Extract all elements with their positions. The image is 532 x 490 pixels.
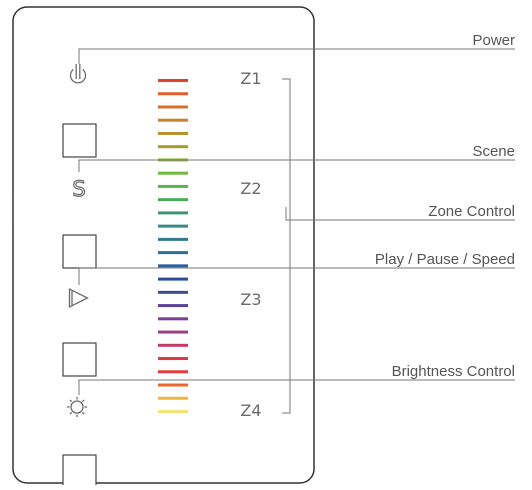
slider-segment[interactable] — [158, 105, 188, 109]
play-button[interactable] — [62, 234, 97, 269]
slider-segment[interactable] — [158, 92, 188, 96]
slider-segment[interactable] — [158, 79, 188, 82]
slider-segment[interactable] — [158, 198, 188, 202]
slider-segment[interactable] — [158, 357, 188, 361]
slider-segment[interactable] — [158, 330, 188, 334]
slider-segment[interactable] — [158, 211, 188, 215]
scene-callout-line — [78, 159, 515, 172]
power-callout-line — [78, 48, 515, 64]
slider-segment[interactable] — [158, 131, 188, 135]
slider-segment[interactable] — [158, 264, 188, 268]
slider-segment[interactable] — [158, 343, 188, 347]
zone-label-z3[interactable]: Z3 — [240, 290, 261, 309]
slider-segment[interactable] — [158, 304, 188, 308]
brightness-callout-line — [78, 379, 515, 395]
zone-control-callout-line — [285, 207, 515, 221]
slider-segment[interactable] — [158, 251, 188, 255]
zone-control-label: Zone Control — [428, 203, 515, 220]
slider-segment[interactable] — [158, 237, 188, 241]
slider-segment[interactable] — [158, 383, 188, 387]
scene-button[interactable] — [62, 123, 97, 158]
power-label: Power — [472, 32, 515, 49]
brightness-icon[interactable] — [67, 397, 87, 417]
play-callout-line — [78, 267, 515, 285]
slider-segment[interactable] — [158, 118, 188, 122]
slider-segment[interactable] — [158, 410, 188, 413]
zone-label-z4[interactable]: Z4 — [240, 401, 261, 420]
bottom-button[interactable] — [62, 454, 97, 489]
play-pause-speed-label: Play / Pause / Speed — [374, 251, 515, 268]
slider-segment[interactable] — [158, 171, 188, 175]
zone-bracket — [282, 78, 291, 414]
slider-segment[interactable] — [158, 370, 188, 374]
slider-segment[interactable] — [158, 396, 188, 400]
play-icon[interactable] — [68, 287, 89, 309]
slider-segment[interactable] — [158, 290, 188, 294]
slider-segment[interactable] — [158, 184, 188, 188]
slider-segment[interactable] — [158, 145, 188, 149]
scene-icon[interactable]: S — [72, 176, 87, 201]
power-icon[interactable] — [69, 64, 87, 84]
brightness-control-label: Brightness Control — [391, 363, 515, 380]
slider-segment[interactable] — [158, 224, 188, 228]
scene-label: Scene — [472, 143, 515, 160]
zone-label-z2[interactable]: Z2 — [240, 179, 261, 198]
slider-segment[interactable] — [158, 317, 188, 321]
slider-segment[interactable] — [158, 277, 188, 281]
color-slider[interactable] — [158, 79, 188, 413]
zone-label-z1[interactable]: Z1 — [240, 69, 261, 88]
brightness-button[interactable] — [62, 342, 97, 377]
